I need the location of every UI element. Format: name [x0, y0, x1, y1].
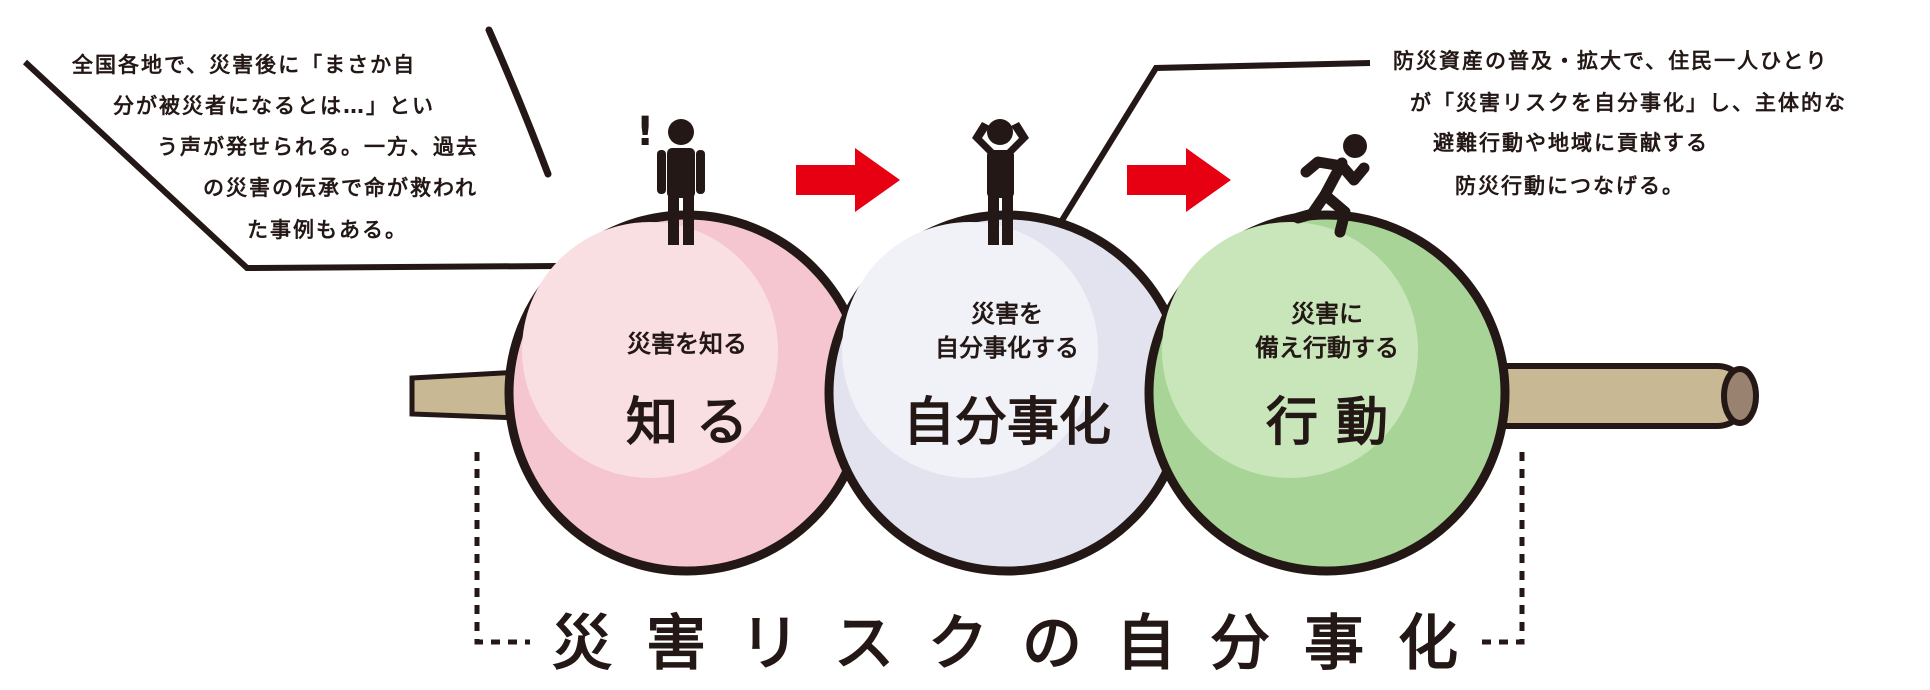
- stage-title: 知 る: [626, 393, 748, 453]
- stage-know: 災害を知る 知 る: [504, 210, 870, 576]
- right-note: 防災資産の普及・拡大で、住民一人ひとり が「災害リスクを自分事化」し、主体的な …: [1393, 49, 1847, 198]
- left-note-line: う声が発せられる。一方、過去: [157, 135, 479, 159]
- stage-subtitle: 自分事化する: [935, 334, 1079, 362]
- right-note-line: 防災行動につなげる。: [1455, 174, 1685, 198]
- main-title: 災害リスクの自分事化: [552, 609, 1492, 679]
- dotted-bracket-right: [1475, 452, 1525, 645]
- stage-act: 災害に 備え行動する 行 動: [1144, 210, 1510, 576]
- stage-subtitle: 災害を: [971, 300, 1043, 328]
- left-note-line: 分が被災者になるとは…」とい: [113, 94, 435, 118]
- left-note: 全国各地で、災害後に「まさか自 分が被災者になるとは…」とい う声が発せられる。…: [71, 53, 479, 242]
- standing-person-icon: !: [636, 109, 705, 245]
- left-note-line: 全国各地で、災害後に「まさか自: [71, 53, 416, 77]
- left-bubble-stroke: [485, 26, 552, 178]
- right-note-line: 防災資産の普及・拡大で、住民一人ひとり: [1393, 49, 1829, 73]
- left-note-line: た事例もある。: [247, 218, 408, 242]
- stage-subtitle: 災害に: [1291, 300, 1363, 328]
- running-person-icon: [1292, 134, 1370, 238]
- right-note-line: が「災害リスクを自分事化」し、主体的な: [1410, 91, 1847, 115]
- stage-subtitle: 災害を知る: [627, 330, 747, 358]
- left-bubble-outline: [22, 59, 558, 272]
- left-note-line: の災害の伝承で命が救われ: [203, 176, 478, 200]
- arrow-right-icon: [1127, 148, 1231, 212]
- right-note-line: 避難行動や地域に貢献する: [1433, 131, 1709, 155]
- stage-title: 自分事化: [903, 393, 1111, 453]
- stage-title: 行 動: [1266, 393, 1388, 453]
- arrow-right-icon: [796, 148, 900, 212]
- skewer-left: [409, 369, 523, 421]
- stage-subtitle: 備え行動する: [1255, 334, 1399, 362]
- worried-person-icon: [972, 119, 1029, 245]
- stage-own: 災害を 自分事化する 自分事化: [824, 210, 1190, 576]
- exclamation-mark: !: [636, 109, 654, 155]
- right-bubble-outline: [1058, 60, 1371, 224]
- dotted-bracket-left: [474, 452, 530, 645]
